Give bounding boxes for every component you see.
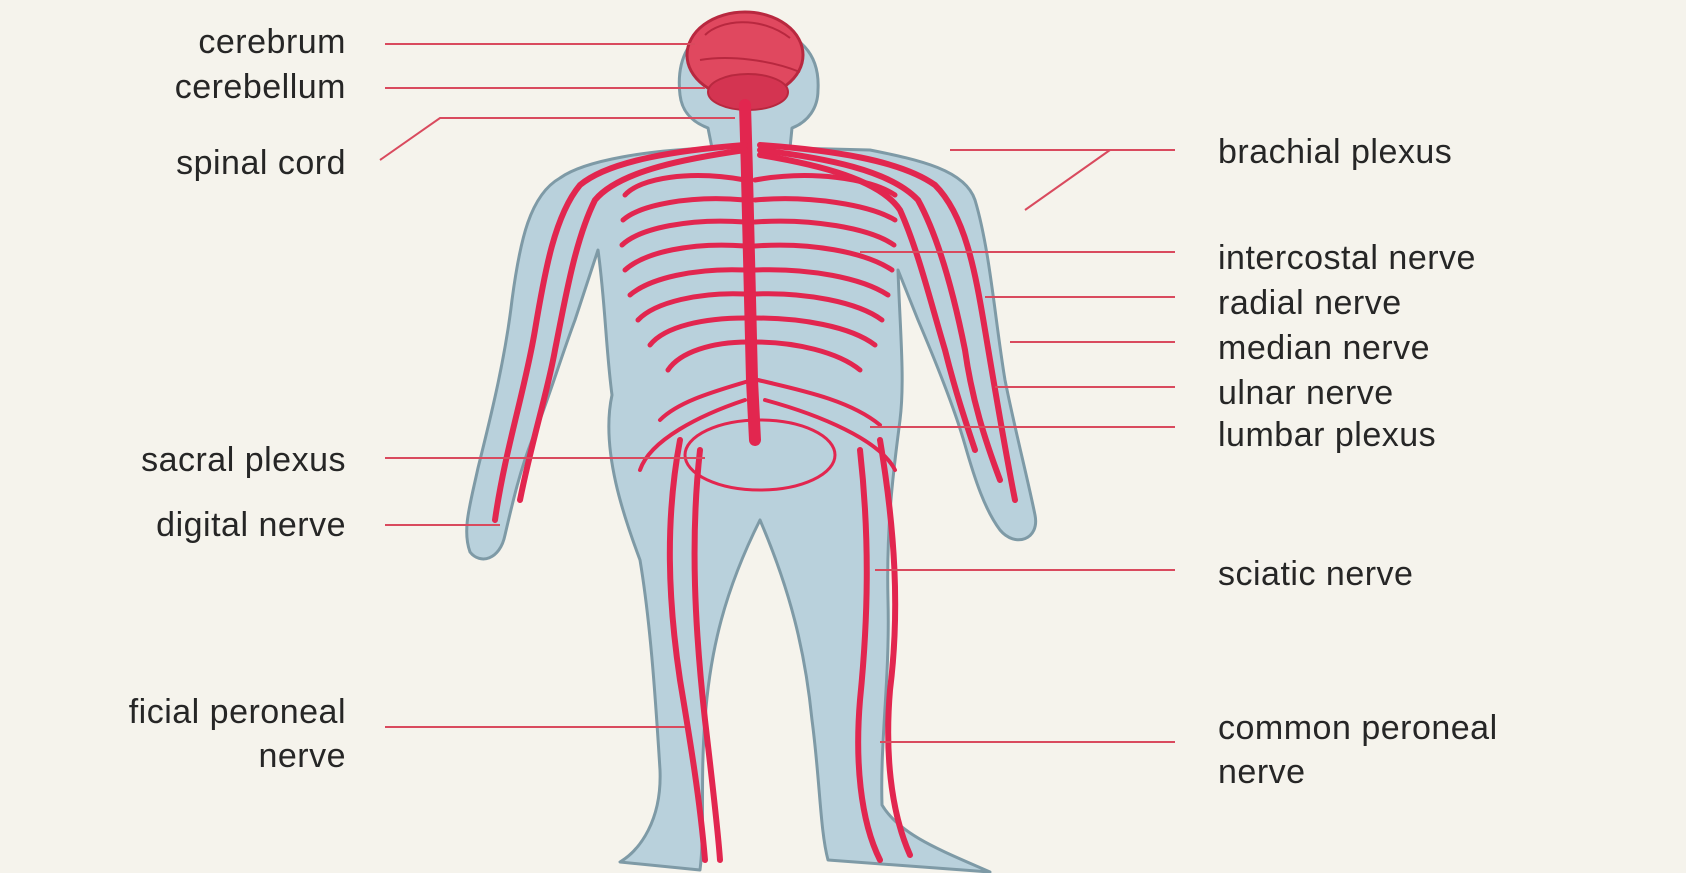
label-radial-nerve: radial nerve — [1218, 283, 1402, 323]
label-common-peroneal-line2: nerve — [1218, 752, 1306, 792]
label-sacral-plexus: sacral plexus — [141, 440, 346, 480]
label-spinal-cord: spinal cord — [176, 143, 346, 183]
label-superficial-peroneal-line1: ficial peroneal — [129, 692, 346, 732]
label-superficial-peroneal-line2: nerve — [258, 736, 346, 776]
label-common-peroneal-line1: common peroneal — [1218, 708, 1498, 748]
label-median-nerve: median nerve — [1218, 328, 1430, 368]
label-brachial-plexus: brachial plexus — [1218, 132, 1452, 172]
label-sciatic-nerve: sciatic nerve — [1218, 554, 1413, 594]
label-ulnar-nerve: ulnar nerve — [1218, 373, 1394, 413]
label-lumbar-plexus: lumbar plexus — [1218, 415, 1436, 455]
label-intercostal-nerve: intercostal nerve — [1218, 238, 1476, 278]
label-cerebellum: cerebellum — [175, 67, 346, 107]
label-digital-nerve: digital nerve — [156, 505, 346, 545]
label-cerebrum: cerebrum — [198, 22, 346, 62]
